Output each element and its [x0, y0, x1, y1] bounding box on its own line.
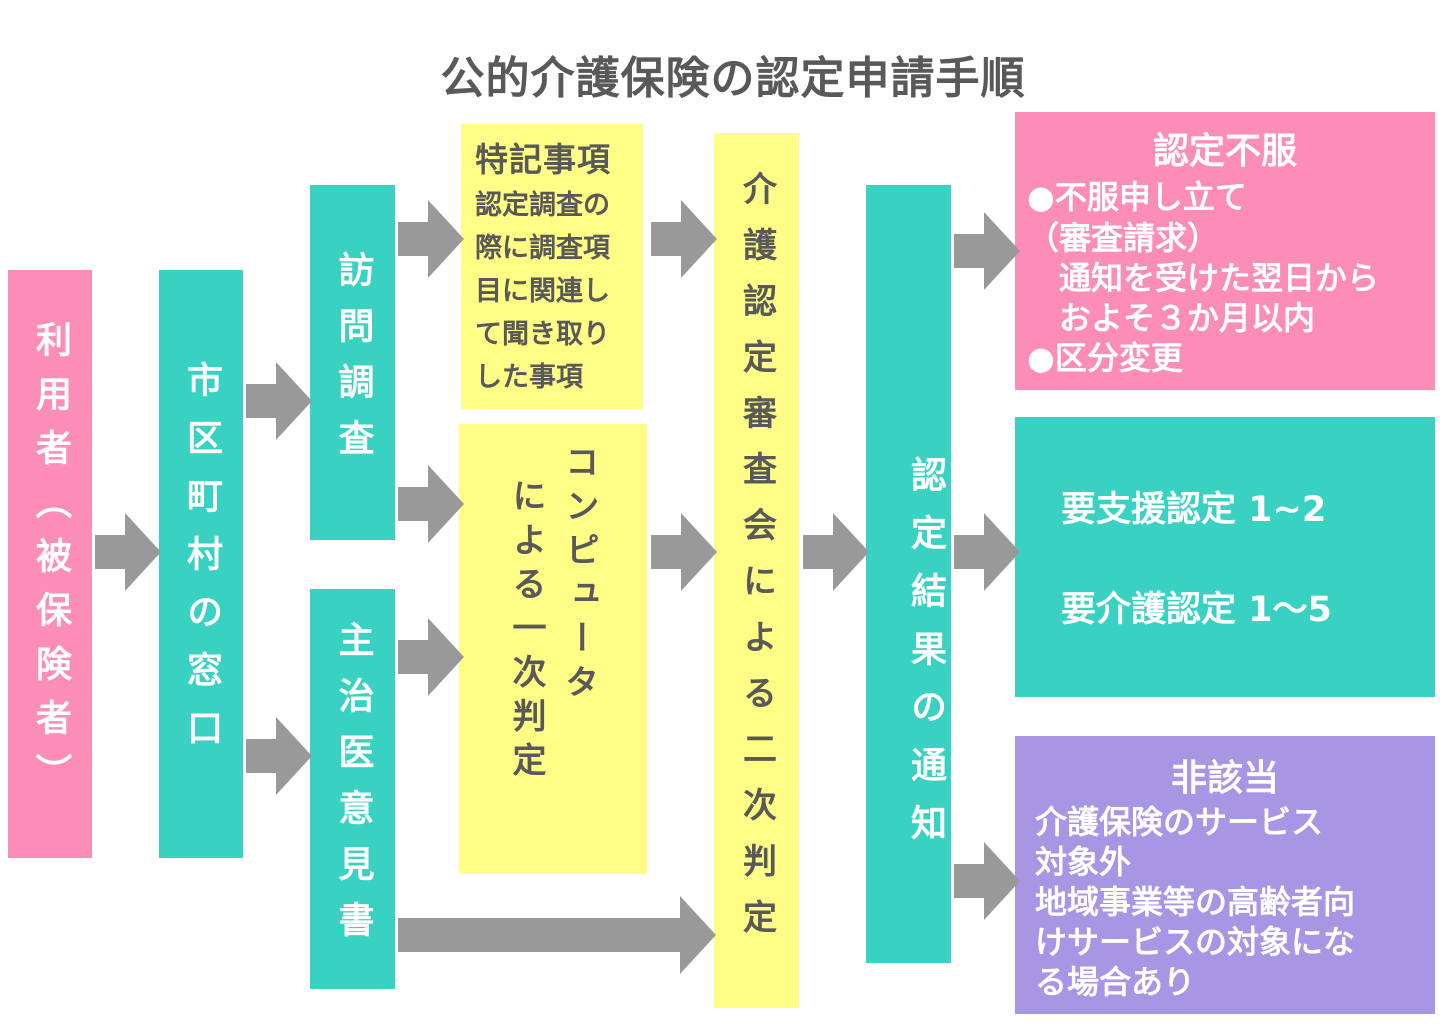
computer-judgment-col1: コンピュータ — [559, 444, 599, 708]
arrow-committee-to-result — [803, 513, 869, 591]
page-title: 公的介護保険の認定申請手順 — [440, 53, 1026, 104]
doctor-opinion-box: 主治医意見書 — [310, 589, 395, 989]
arrow-doctor-to-committee — [398, 896, 716, 974]
committee-judgment-part1: 介護認定審査会 — [736, 171, 777, 563]
outcome-not-applicable-box: 非該当 介護保険のサービス 対象外 地域事業等の高齢者向 けサービスの対象にな … — [1015, 736, 1435, 1014]
visit-survey-box: 訪問調査 — [310, 185, 395, 540]
arrow-computer-to-committee — [651, 513, 717, 591]
special-notes-line: 目に関連し — [475, 276, 610, 307]
computer-judgment-box: コンピュータ による一次判定 — [459, 424, 647, 874]
arrow-user-to-window — [95, 513, 161, 591]
arrow-visit-to-notes — [398, 200, 464, 278]
outcome-not-applicable-title: 非該当 — [1170, 758, 1279, 799]
outcome-not-applicable-line: 介護保険のサービス — [1035, 803, 1324, 841]
special-notes-title: 特記事項 — [475, 140, 611, 179]
special-notes-line: した事項 — [475, 362, 583, 393]
outcome-not-applicable-line: けサービスの対象にな — [1035, 923, 1356, 961]
special-notes-box: 特記事項 認定調査の 際に調査項 目に関連し て聞き取り した事項 — [461, 124, 643, 409]
outcome-dissatisfaction-box: 認定不服 ●不服申し立て （審査請求） 通知を受けた翌日から およそ３か月以内 … — [1015, 112, 1435, 390]
outcome-certified-box: 要支援認定 1~2 要介護認定 1～5 — [1015, 417, 1435, 697]
result-notice-box: 認定結果の通知 — [866, 185, 951, 963]
outcome-certified-support-line: 要支援認定 1~2 — [1061, 490, 1327, 530]
outcome-dissatisfaction-line: ●不服申し立て — [1027, 178, 1247, 216]
result-notice-label: 認定結果の通知 — [905, 456, 946, 862]
arrow-result-to-dissatisfaction — [954, 212, 1020, 290]
outcome-not-applicable-line: 対象外 — [1035, 843, 1132, 881]
committee-judgment-box: 介護認定審査会による二次判定 — [714, 133, 799, 1008]
doctor-opinion-label: 主治医意見書 — [332, 621, 374, 957]
special-notes-line: 認定調査の — [475, 190, 610, 221]
arrow-window-to-visit — [246, 362, 312, 440]
special-notes-line: 際に調査項 — [475, 233, 610, 264]
window-box: 市区町村の窓口 — [159, 270, 243, 858]
user-box: 利用者（被保険者） — [8, 270, 92, 858]
arrow-result-to-certified — [954, 513, 1020, 591]
committee-judgment-label: 介護認定審査会による二次判定 — [736, 171, 777, 1008]
arrow-doctor-to-computer — [398, 618, 464, 696]
outcome-dissatisfaction-line: 通知を受けた翌日から — [1059, 259, 1380, 297]
outcome-dissatisfaction-line: ●区分変更 — [1027, 339, 1183, 377]
user-label: 利用者（被保険者） — [30, 321, 71, 807]
outcome-dissatisfaction-line: およそ３か月以内 — [1059, 299, 1316, 337]
arrow-window-to-doctor — [246, 717, 312, 795]
outcome-certified-care-line: 要介護認定 1～5 — [1061, 590, 1332, 630]
outcome-dissatisfaction-line: （審査請求） — [1027, 219, 1220, 257]
window-label: 市区町村の窓口 — [181, 361, 222, 767]
outcome-not-applicable-line: る場合あり — [1035, 963, 1196, 1001]
arrow-result-to-not-applicable — [954, 842, 1020, 920]
visit-survey-label: 訪問調査 — [332, 250, 374, 475]
outcome-dissatisfaction-title: 認定不服 — [1152, 131, 1297, 172]
arrow-notes-to-committee — [651, 200, 717, 278]
committee-judgment-part2: による二次判定 — [736, 563, 777, 955]
computer-judgment-col2: による一次判定 — [506, 478, 546, 786]
outcome-not-applicable-line: 地域事業等の高齢者向 — [1035, 883, 1356, 921]
special-notes-line: て聞き取り — [475, 319, 610, 350]
arrow-visit-to-computer — [398, 465, 464, 543]
